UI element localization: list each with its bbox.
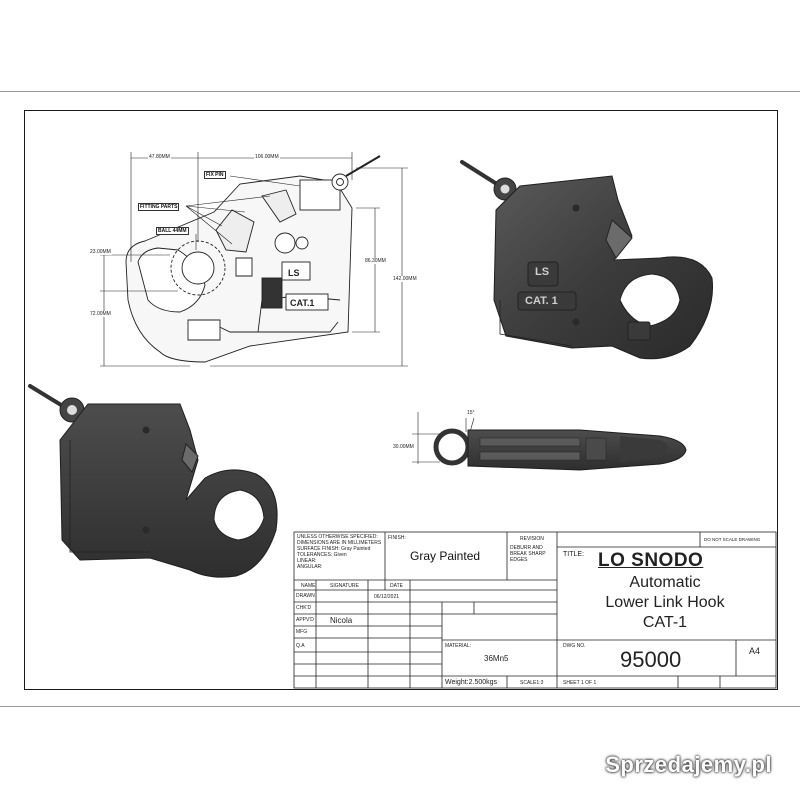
- ball-seat: [181, 251, 215, 285]
- sheet-size: A4: [749, 646, 761, 656]
- emboss-ls: LS: [288, 268, 300, 278]
- dim-47-80: 47.80MM: [148, 154, 171, 160]
- material-value: 36Mn5: [484, 654, 509, 663]
- dim-15-deg: 15°: [466, 410, 476, 416]
- general-notes: UNLESS OTHERWISE SPECIFIED: DIMENSIONS A…: [297, 534, 382, 570]
- revision-note: DEBURR AND BREAK SHARP EDGES: [510, 545, 546, 563]
- header-name: NAME: [301, 583, 316, 589]
- scale: SCALE1:3: [520, 680, 544, 686]
- drawing-title: LO SNODO: [598, 550, 704, 571]
- bottom-rule: [0, 706, 800, 707]
- emboss-cat: CAT.1: [290, 298, 315, 308]
- dwg-label: DWG NO.: [563, 643, 586, 649]
- finish-value: Gray Painted: [410, 549, 481, 563]
- dim-86-30: 86.30MM: [364, 258, 387, 264]
- do-not-scale: DO NOT SCALE DRAWING: [704, 537, 761, 542]
- row-qa: Q.A: [296, 643, 305, 649]
- dim-142-00: 142.00MM: [392, 276, 418, 282]
- spring: [261, 277, 283, 309]
- title-line-1: Automatic: [629, 574, 701, 591]
- fix-pin-bracket: [299, 179, 341, 211]
- fitting-parts-callout: FITTING PARTS: [138, 203, 180, 211]
- fix-pin: [331, 173, 349, 191]
- title-label: TITLE:: [563, 551, 585, 558]
- sheet-count: SHEET 1 OF 1: [563, 680, 597, 686]
- finish-label: FINISH:: [388, 535, 406, 541]
- hook-3d-view-right: [460, 160, 714, 360]
- dim-30-00: 30.00MM: [392, 444, 415, 450]
- row-chkd: CHK'D: [296, 605, 312, 611]
- drawn-date: 06/12/2021: [374, 594, 400, 600]
- latch-part: [215, 209, 255, 253]
- row-mfg: MFG: [296, 629, 308, 635]
- pivot-hole: [274, 232, 296, 254]
- watermark-logo: Sprzedajemy.pl: [605, 752, 772, 777]
- row-drawn: DRAWN: [296, 593, 315, 599]
- fix-pin-callout: FIX PIN: [204, 171, 226, 179]
- weight: Weight:2.500kgs: [445, 679, 498, 686]
- dim-72-00: 72.00MM: [89, 311, 112, 317]
- top-rule: [0, 91, 800, 92]
- hook-3d-view-left: [28, 384, 278, 578]
- drawing-number: 95000: [620, 647, 682, 672]
- header-date: DATE: [390, 583, 403, 589]
- title-line-2: Lower Link Hook: [605, 594, 725, 611]
- ball-callout: BALL 44MM: [156, 227, 189, 235]
- dim-106-00: 106.00MM: [254, 154, 280, 160]
- dim-23-00: 23.00MM: [89, 249, 112, 255]
- row-appvd: APPV'D: [296, 617, 314, 623]
- appvd-name: Nicola: [330, 616, 353, 625]
- line-drawing-view: [125, 155, 381, 363]
- revision-label: REVISION: [520, 536, 544, 542]
- header-signature: SIGNATURE: [330, 583, 359, 589]
- emboss-ls-3d: LS: [535, 266, 550, 278]
- title-block-grid: [293, 531, 777, 689]
- material-label: MATERIAL:: [445, 643, 472, 649]
- emboss-cat-3d: CAT. 1: [525, 295, 558, 307]
- title-line-3: CAT-1: [642, 614, 688, 631]
- hook-side-view: [433, 428, 687, 471]
